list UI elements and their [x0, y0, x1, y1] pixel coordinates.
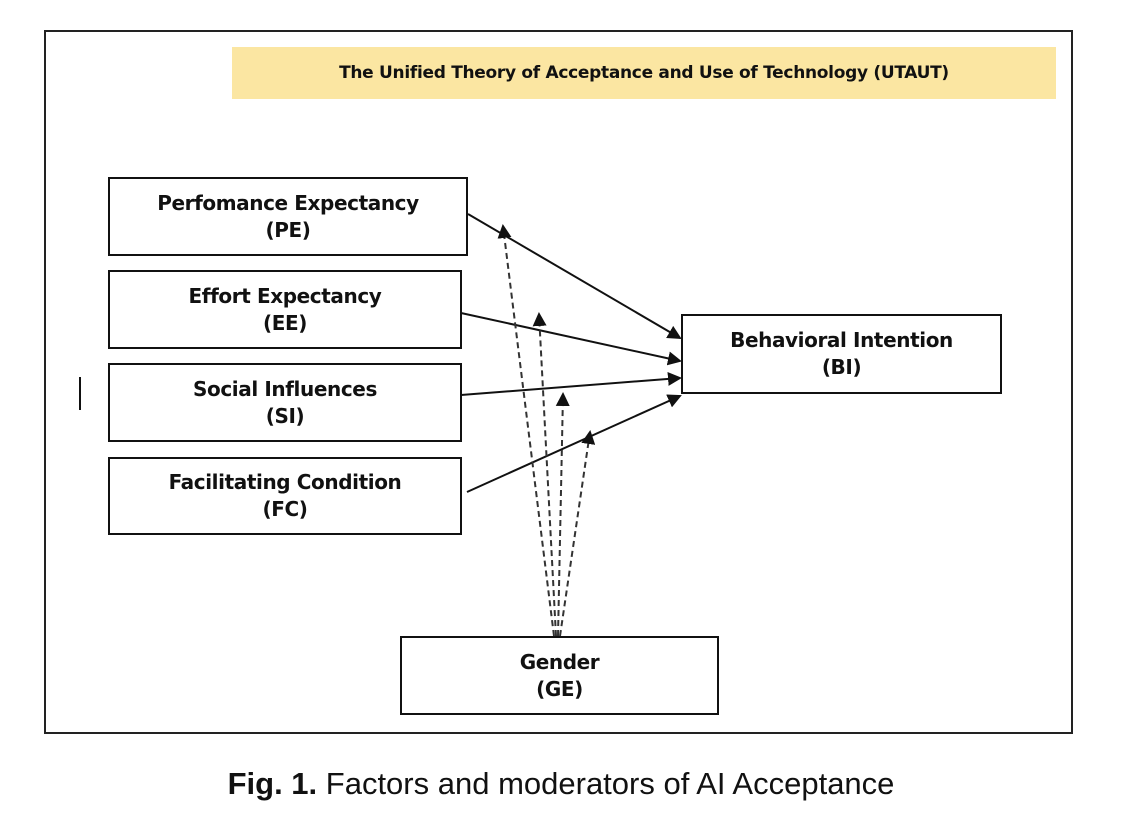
diagram-title: The Unified Theory of Acceptance and Use…	[339, 63, 949, 83]
moderator-box-ge: Gender (GE)	[400, 636, 719, 715]
edge-fc-bi	[466, 394, 682, 493]
caption-label: Fig. 1.	[227, 766, 318, 801]
factor-box-fc: Facilitating Condition (FC)	[108, 457, 462, 535]
factor-label: Facilitating Condition	[168, 470, 402, 494]
factor-label: Social Influences	[193, 376, 377, 401]
moderator-abbr: (GE)	[536, 676, 583, 701]
edge-si-bi	[460, 371, 682, 396]
moderator-label: Gender	[519, 649, 600, 674]
factor-abbr: (FC)	[262, 497, 308, 521]
edge-ee-bi	[460, 312, 682, 366]
figure-caption: Fig. 1. Factors and moderators of AI Acc…	[0, 766, 1122, 802]
factor-box-ee: Effort Expectancy (EE)	[108, 270, 462, 349]
edge-ge-ee-moderation	[532, 312, 557, 637]
figure-frame	[44, 30, 1073, 734]
edge-ge-fc-moderation	[559, 430, 596, 637]
caption-text: Factors and moderators of AI Acceptance	[317, 766, 895, 801]
outcome-abbr: (BI)	[821, 355, 862, 379]
edge-ge-si-moderation	[555, 392, 570, 637]
factor-label: Perfomance Expectancy	[157, 190, 419, 215]
edge-ge-pe-moderation	[497, 224, 555, 637]
outcome-box-bi: Behavioral Intention (BI)	[681, 314, 1002, 394]
edge-pe-bi	[467, 213, 682, 340]
factor-box-si: Social Influences (SI)	[108, 363, 462, 442]
factor-label: Effort Expectancy	[188, 283, 382, 308]
outcome-label: Behavioral Intention	[730, 328, 953, 352]
factor-abbr: (SI)	[265, 403, 305, 428]
diagram-title-banner: The Unified Theory of Acceptance and Use…	[232, 47, 1056, 99]
factor-abbr: (EE)	[262, 310, 307, 335]
factor-box-pe: Perfomance Expectancy (PE)	[108, 177, 468, 256]
factor-abbr: (PE)	[265, 217, 311, 242]
text-cursor	[79, 377, 81, 410]
